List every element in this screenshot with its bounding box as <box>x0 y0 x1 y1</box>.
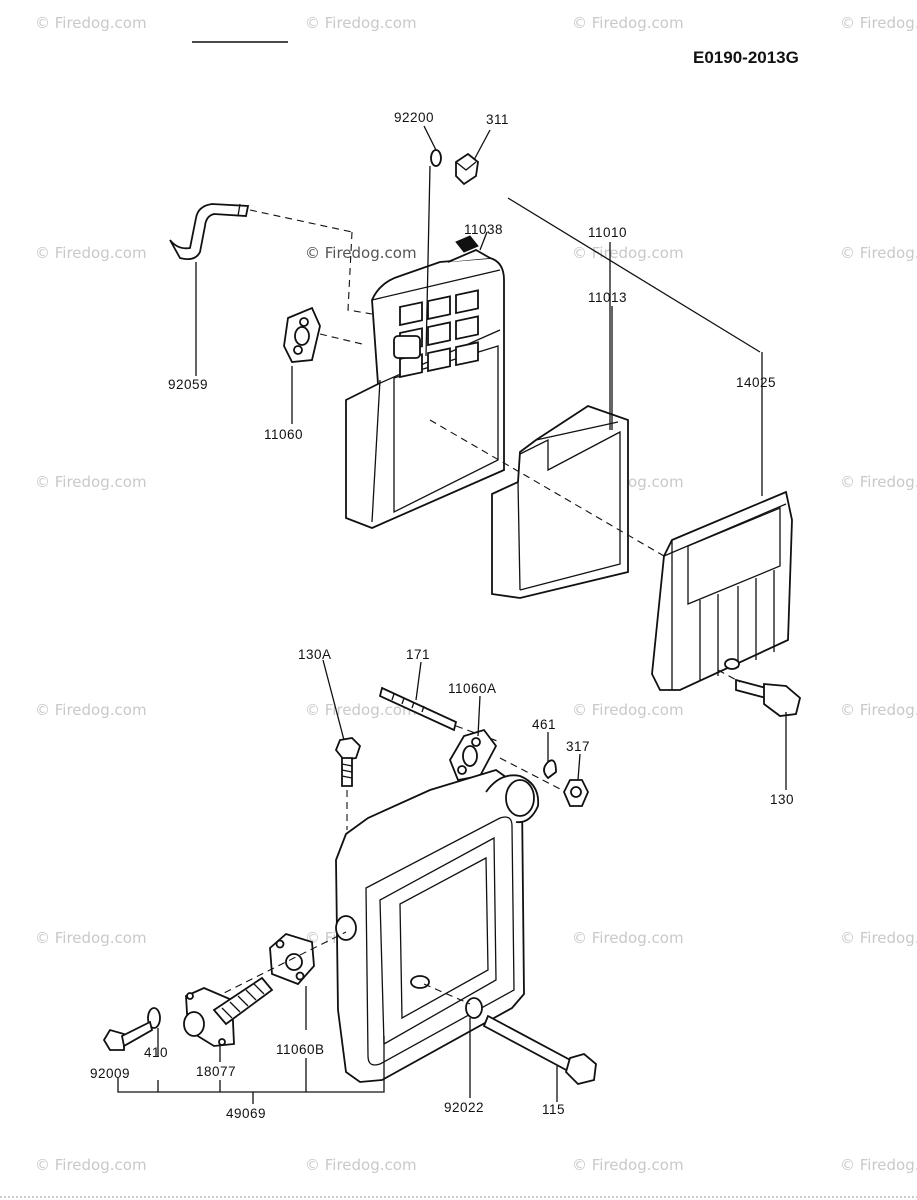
watermark: © Firedog.com <box>305 14 417 32</box>
part-label[interactable]: 130 <box>770 792 794 807</box>
spark-arrester-gasket-part <box>269 932 315 986</box>
part-label[interactable]: 171 <box>406 647 430 662</box>
part-label[interactable]: 115 <box>542 1102 565 1117</box>
watermark: © Firedog.com <box>35 473 147 491</box>
part-label[interactable]: 410 <box>144 1045 168 1060</box>
part-label[interactable]: 11060 <box>264 427 303 442</box>
watermark: © Firedog.com <box>572 701 684 719</box>
spark-arrester-part <box>183 976 274 1047</box>
part-label[interactable]: 92022 <box>444 1100 484 1115</box>
part-label[interactable]: 11013 <box>588 290 627 305</box>
part-label[interactable]: 14025 <box>736 375 776 390</box>
part-label[interactable]: 92009 <box>90 1066 130 1081</box>
watermark: © Firedog.com <box>840 473 917 491</box>
part-label[interactable]: 92059 <box>168 377 208 392</box>
diagram-code: E0190-2013G <box>693 48 799 67</box>
part-label[interactable]: 311 <box>486 112 509 127</box>
watermark: © Firedog.com <box>572 1156 684 1174</box>
watermark: © Firedog.com <box>35 14 147 32</box>
muffler-bolt-part <box>334 737 362 787</box>
muffler-assembly <box>102 686 597 1085</box>
watermark: © Firedog.com <box>35 929 147 947</box>
part-label[interactable]: 461 <box>532 717 556 732</box>
washer-part <box>430 149 442 167</box>
watermark: © Firedog.com <box>35 701 147 719</box>
air-cleaner-cover-part <box>651 490 793 691</box>
stud-part <box>378 686 458 732</box>
air-cleaner-assembly <box>169 149 793 691</box>
watermark: © Firedog.com <box>840 244 917 262</box>
part-label[interactable]: 18077 <box>196 1064 236 1079</box>
nut-part <box>455 152 479 186</box>
watermark: © Firedog.com <box>840 701 917 719</box>
watermark: © Firedog.com <box>35 1156 147 1174</box>
breather-hose-part <box>169 203 250 261</box>
part-label[interactable]: 11060B <box>276 1042 325 1057</box>
muffler-nut-part <box>563 779 589 807</box>
part-label[interactable]: 317 <box>566 739 590 754</box>
watermark: © Firedog.com <box>572 244 684 262</box>
watermark: © Firedog.com <box>572 929 684 947</box>
watermark: © Firedog.com <box>840 14 917 32</box>
filter-element-part <box>491 405 629 599</box>
watermark: © Firedog.com <box>35 244 147 262</box>
part-label[interactable]: 11038 <box>464 222 503 237</box>
cover-bolt-part <box>735 678 802 717</box>
part-label[interactable]: 130A <box>298 647 332 662</box>
gasket-part <box>283 306 321 363</box>
part-label[interactable]: 11010 <box>588 225 627 240</box>
watermark: © Firedog.com <box>305 1156 417 1174</box>
part-label[interactable]: 49069 <box>226 1106 266 1121</box>
screw-part <box>102 1020 154 1051</box>
watermark: © Firedog.com <box>572 14 684 32</box>
watermark-main: © Firedog.com <box>305 244 417 262</box>
lock-washer-part <box>543 759 557 780</box>
exhaust-gasket-part <box>449 728 498 782</box>
watermark: © Firedog.com <box>305 701 417 719</box>
air-cleaner-base-part <box>345 235 505 529</box>
bolt-washer-part <box>465 997 483 1019</box>
watermark: © Firedog.com <box>840 1156 917 1174</box>
part-label[interactable]: 92200 <box>394 110 434 125</box>
watermark: © Firedog.com <box>840 929 917 947</box>
part-labels: 92200 311 11038 11010 11013 92059 11060 … <box>90 110 794 1121</box>
long-bolt-part <box>482 1014 597 1085</box>
leader-lines <box>117 125 787 1104</box>
part-label[interactable]: 11060A <box>448 681 497 696</box>
